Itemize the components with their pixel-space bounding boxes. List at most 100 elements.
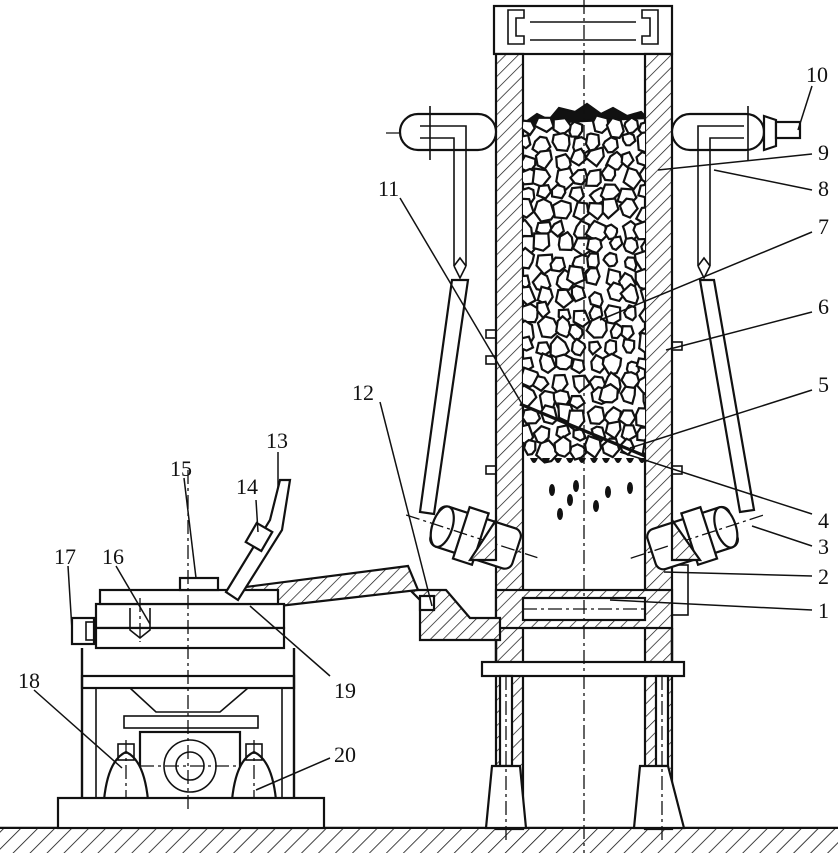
charge-stone (533, 116, 555, 134)
charge-stone (639, 287, 645, 304)
charge-stone (591, 114, 610, 135)
charge-stone (523, 133, 532, 150)
charge-stone (621, 132, 637, 147)
charge-stone (585, 236, 603, 255)
charge-stone (620, 423, 639, 443)
label-4: 4 (818, 508, 829, 533)
charge-stone (623, 116, 640, 135)
charge-stone (565, 264, 586, 286)
charge-stone (635, 375, 645, 395)
charge-stone (523, 302, 539, 324)
molten-drop (566, 458, 574, 463)
charge-stone (619, 385, 637, 406)
charge-stone (585, 315, 608, 339)
molten-drop (557, 508, 563, 520)
label-13: 13 (266, 428, 288, 453)
charge-stone (570, 337, 587, 357)
charge-stone (554, 353, 574, 371)
label-10: 10 (806, 62, 828, 87)
charge-stone (635, 150, 645, 167)
label-15: 15 (170, 456, 192, 481)
charge-stone (523, 197, 535, 219)
charge-stone (535, 253, 555, 276)
charge-stone (638, 331, 645, 354)
charge-stone (568, 443, 588, 461)
molten-drop (614, 458, 622, 463)
charge-stone (557, 230, 575, 252)
charge-stone (634, 407, 645, 429)
furnace-legs (484, 674, 686, 840)
charge-stone (601, 136, 619, 154)
charge-stone (636, 131, 645, 154)
charge-stone (551, 199, 573, 220)
leader-lines (33, 85, 813, 791)
charge-stone (602, 251, 619, 268)
label-14: 14 (236, 474, 258, 499)
charge-stone (568, 168, 589, 186)
molten-drop (578, 458, 586, 463)
charge-stone (532, 232, 551, 252)
charge-stone (548, 218, 566, 238)
charge-stone (600, 163, 617, 182)
molten-drop (554, 458, 562, 463)
charge-stone (532, 197, 556, 223)
charge-stone (622, 236, 639, 255)
charge-stone (584, 267, 601, 286)
charge-stone (535, 184, 553, 200)
charge-stone (549, 256, 567, 273)
charge-stone (598, 382, 619, 404)
molten-drop (590, 458, 598, 463)
charge-stone (641, 438, 645, 456)
label-16: 16 (102, 544, 124, 569)
charge-stone (586, 405, 606, 426)
air-ring (386, 106, 802, 280)
charge-stone (605, 116, 625, 140)
charge-stone (538, 352, 557, 375)
label-6: 6 (818, 294, 829, 319)
charge-stone (620, 150, 635, 169)
charge-stone (621, 338, 636, 354)
charge-stone (553, 435, 572, 458)
charge-stone (584, 146, 605, 168)
charge-stone (536, 300, 551, 320)
charge-stone (635, 357, 645, 371)
charge-stone (636, 426, 645, 442)
charge-stone (634, 206, 645, 226)
charge-stone (523, 335, 535, 352)
molten-drop (602, 458, 610, 463)
charge-stone (588, 340, 603, 356)
charge-stone (551, 132, 571, 152)
charge-stone (523, 246, 536, 270)
molten-drop (573, 480, 579, 492)
label-9: 9 (818, 140, 829, 165)
callout-labels: 1 2 3 4 5 6 7 8 9 10 11 12 13 14 15 16 1… (18, 62, 829, 767)
combustion-zone-line (519, 402, 646, 458)
label-7: 7 (818, 214, 829, 239)
molten-drop (542, 458, 550, 463)
charge-stone (583, 434, 603, 460)
charge-stone (523, 438, 537, 457)
label-18: 18 (18, 668, 40, 693)
molten-drop (605, 486, 611, 498)
charge-stone (587, 290, 604, 309)
charge-stone (601, 352, 623, 376)
charge-stone (584, 168, 602, 188)
charge-stone (642, 392, 645, 410)
label-2: 2 (818, 564, 829, 589)
molten-drop (593, 500, 599, 512)
charge-stone (570, 357, 586, 375)
label-17: 17 (54, 544, 76, 569)
charge-stone (618, 197, 639, 219)
molten-drop (626, 458, 634, 463)
charge-stone (620, 324, 635, 342)
charge-stone (636, 183, 645, 199)
charge-stone (536, 285, 554, 307)
charge-stone (606, 281, 627, 303)
label-12: 12 (352, 380, 374, 405)
charge-stone (554, 288, 575, 310)
ladle-stand (56, 470, 326, 830)
charge-stone (608, 235, 624, 252)
molten-drop (567, 494, 573, 506)
